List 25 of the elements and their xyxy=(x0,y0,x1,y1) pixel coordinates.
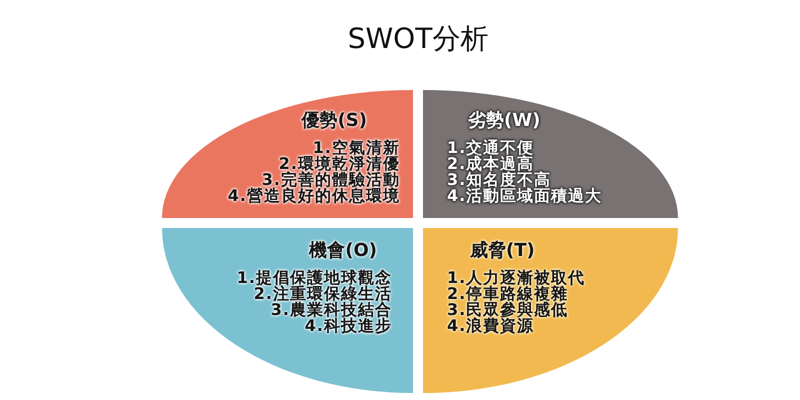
list-item: 1.空氣清新 xyxy=(312,140,400,156)
list-item: 2.環境乾淨清優 xyxy=(278,156,400,172)
list-item: 4.營造良好的休息環境 xyxy=(228,188,400,204)
diagram-title: SWOT分析 xyxy=(348,22,488,56)
list-item: 3.知名度不高 xyxy=(447,172,552,188)
pie-quadrant xyxy=(162,228,413,393)
list-item: 4.浪費資源 xyxy=(447,318,534,334)
pie-quadrant xyxy=(162,90,413,218)
list-item: 2.停車路線複雜 xyxy=(447,286,568,302)
list-item: 2.成本過高 xyxy=(447,156,534,172)
quadrant-heading: 劣勢(W) xyxy=(468,110,540,132)
list-item: 2.注重環保綠生活 xyxy=(254,286,392,302)
quadrant-heading: 優勢(S) xyxy=(302,110,367,132)
list-item: 1.交通不便 xyxy=(447,140,534,156)
quadrant-heading: 威脅(T) xyxy=(470,240,535,262)
list-item: 4.活動區域面積過大 xyxy=(447,188,602,204)
list-item: 3.農業科技結合 xyxy=(270,302,392,318)
list-item: 3.民眾參與感低 xyxy=(447,302,568,318)
list-item: 3.完善的體驗活動 xyxy=(262,172,400,188)
pie-quadrant xyxy=(423,90,678,218)
pie-quadrant xyxy=(423,228,678,393)
list-item: 4.科技進步 xyxy=(304,318,392,334)
list-item: 1.提倡保護地球觀念 xyxy=(236,270,392,286)
quadrant-heading: 機會(O) xyxy=(309,240,377,262)
list-item: 1.人力逐漸被取代 xyxy=(447,270,586,286)
